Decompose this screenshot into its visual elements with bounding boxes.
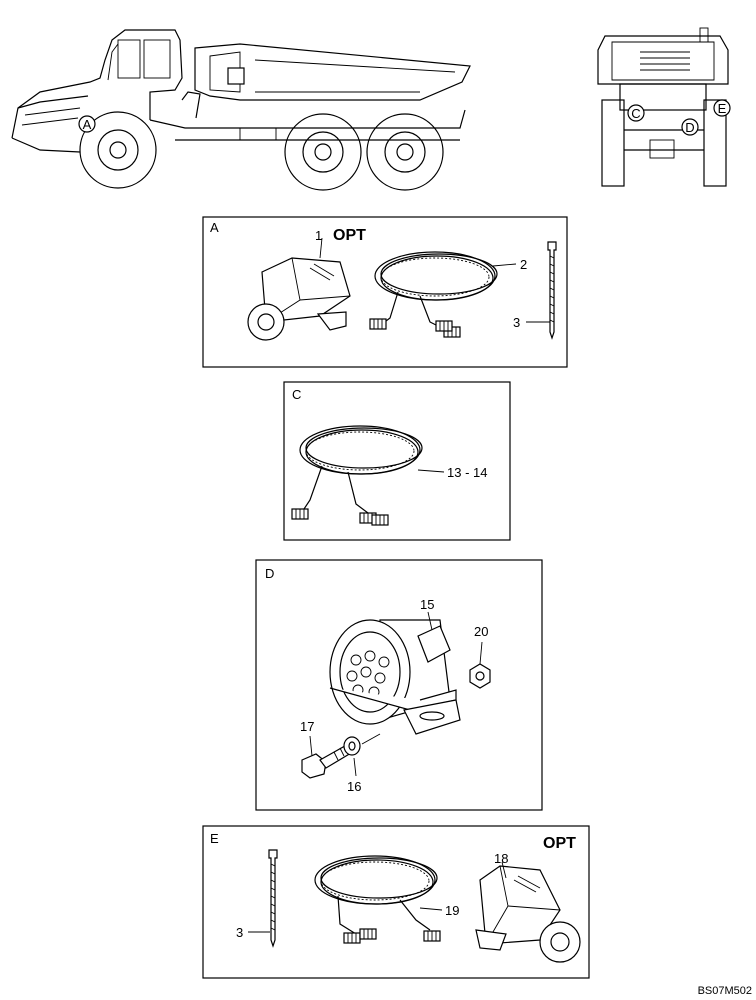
callout-3-a: 3	[513, 315, 520, 330]
part-1-connector	[247, 257, 351, 341]
panel-a-frame	[202, 216, 568, 368]
locator-c-marker	[627, 104, 645, 122]
locator-c-label: C	[631, 106, 640, 121]
callout-19: 19	[445, 903, 459, 918]
panel-e: E OPT 3 19 18	[202, 825, 590, 979]
panel-d: D 15 20 17	[255, 559, 543, 811]
callout-17: 16	[347, 779, 361, 794]
locator-e-marker	[713, 99, 731, 117]
callout-18: 18	[494, 851, 508, 866]
part-2-harness	[369, 251, 498, 338]
wheel-front	[79, 111, 157, 189]
panel-e-opt: OPT	[543, 835, 576, 852]
truck-side-view: A	[11, 29, 471, 191]
drawing-code: BS07M502	[698, 985, 752, 997]
part-17-lock-washer	[343, 736, 361, 756]
part-3-cable-tie-e	[268, 849, 278, 947]
callout-13-14: 13 - 14	[447, 465, 487, 480]
panel-c: C 13 - 14	[283, 381, 511, 541]
locator-e-label: E	[718, 101, 727, 116]
panel-e-id: E	[210, 831, 219, 846]
part-15-backup-alarm	[329, 619, 461, 735]
locator-d-label: D	[685, 120, 694, 135]
panel-e-frame	[202, 825, 590, 979]
locator-a-marker	[78, 115, 96, 133]
panel-a-id: A	[210, 220, 219, 235]
panel-a-opt: OPT	[333, 227, 366, 244]
callout-20: 20	[474, 624, 488, 639]
part-13-14-harness	[291, 425, 423, 526]
part-19-harness	[314, 855, 441, 944]
panel-d-frame	[255, 559, 543, 811]
wheel-rear-1	[284, 113, 362, 191]
callout-2: 2	[520, 257, 527, 272]
panel-a: A OPT 1 2 3	[202, 216, 568, 368]
panel-c-id: C	[292, 387, 301, 402]
part-20-nut	[469, 663, 491, 689]
callout-3-e: 3	[236, 925, 243, 940]
wheel-rear-2	[366, 113, 444, 191]
part-18-connector	[475, 865, 581, 963]
truck-rear-view: C E D	[597, 27, 731, 187]
panel-d-id: D	[265, 566, 274, 581]
part-3-cable-tie	[547, 241, 557, 339]
callout-1: 1	[315, 228, 322, 243]
locator-a-label: A	[83, 117, 92, 132]
panel-c-frame	[283, 381, 511, 541]
callout-15: 15	[420, 597, 434, 612]
locator-d-marker	[681, 118, 699, 136]
callout-16: 17	[300, 719, 314, 734]
